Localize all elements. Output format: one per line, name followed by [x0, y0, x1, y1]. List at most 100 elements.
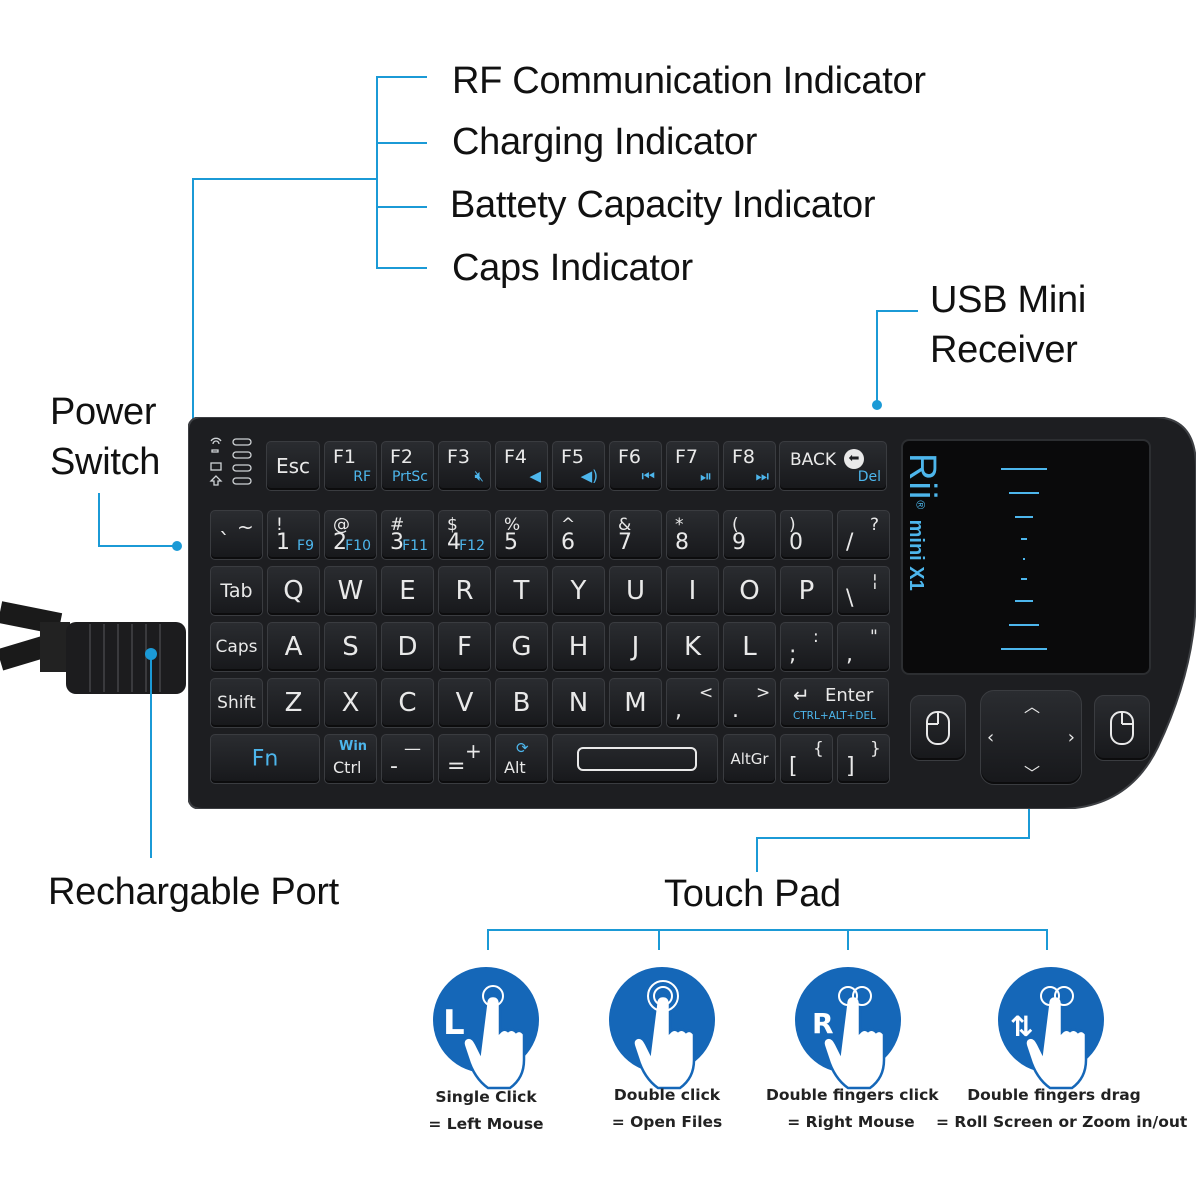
key-f3[interactable]: F3🔇︎ [438, 441, 491, 491]
key-z[interactable]: Z [267, 678, 320, 728]
key-c[interactable]: C [381, 678, 434, 728]
power-switch-label: Power Switch [50, 387, 160, 487]
rechargable-port-label: Rechargable Port [48, 871, 339, 913]
key-slash[interactable]: ?/ [837, 510, 890, 560]
gesture-caption-double: Double click = Open Files [592, 1082, 742, 1136]
usb-receiver-label: USB Mini Receiver [930, 275, 1086, 375]
key-x[interactable]: X [324, 678, 377, 728]
key-n[interactable]: N [552, 678, 605, 728]
power-switch-line2: Switch [50, 441, 161, 483]
key-8[interactable]: *8 [666, 510, 719, 560]
key-altgr[interactable]: AltGr [723, 734, 776, 784]
key-esc[interactable]: Esc [266, 441, 320, 491]
key-v[interactable]: V [438, 678, 491, 728]
gesture-two-finger-drag-icon [998, 967, 1104, 1090]
scroll-strip [1001, 468, 1047, 650]
key-h[interactable]: H [552, 622, 605, 672]
key-9[interactable]: (9 [723, 510, 776, 560]
key-f6[interactable]: F6⏮︎ [609, 441, 662, 491]
key-comma[interactable]: <, [666, 678, 719, 728]
arrow-left-icon: ‹ [987, 727, 995, 748]
usb-receiver-line2: Receiver [930, 329, 1078, 371]
key-space[interactable] [552, 734, 718, 784]
direction-pad[interactable]: ︿ ﹀ ‹ › [980, 690, 1082, 785]
key-semicolon[interactable]: :; [780, 622, 833, 672]
key-d[interactable]: D [381, 622, 434, 672]
key-g[interactable]: G [495, 622, 548, 672]
usb-cable [0, 601, 186, 694]
key-e[interactable]: E [381, 566, 434, 616]
key-alt[interactable]: ⟳Alt [495, 734, 548, 784]
key-t[interactable]: T [495, 566, 548, 616]
battery-indicator-label: Battety Capacity Indicator [450, 184, 876, 226]
gesture-caption-two-finger-drag: Double fingers drag = Roll Screen or Zoo… [936, 1082, 1187, 1136]
key-a[interactable]: A [267, 622, 320, 672]
key-period[interactable]: >. [723, 678, 776, 728]
key-tab[interactable]: Tab [210, 566, 263, 616]
key-tilde[interactable]: ~` [210, 510, 263, 560]
key-u[interactable]: U [609, 566, 662, 616]
key-fn[interactable]: Fn [210, 734, 320, 784]
key-bracket-open[interactable]: {[ [780, 734, 833, 784]
gesture-caption-line: = Open Files [611, 1113, 723, 1131]
key-y[interactable]: Y [552, 566, 605, 616]
key-f5[interactable]: F5◀︎) [552, 441, 605, 491]
key-p[interactable]: P [780, 566, 833, 616]
key-0[interactable]: )0 [780, 510, 833, 560]
key-backspace[interactable]: BACK ⬅︎ Del [779, 441, 887, 491]
key-q[interactable]: Q [267, 566, 320, 616]
key-r[interactable]: R [438, 566, 491, 616]
key-caps[interactable]: Caps [210, 622, 263, 672]
arrow-right-icon: › [1067, 727, 1075, 748]
key-5[interactable]: %5 [495, 510, 548, 560]
key-enter[interactable]: ↵ Enter CTRL+ALT+DEL [780, 678, 889, 728]
gesture-caption-line: Double click [613, 1086, 721, 1104]
key-backslash[interactable]: ¦\ [837, 566, 890, 616]
key-f4[interactable]: F4◀︎ [495, 441, 548, 491]
key-i[interactable]: I [666, 566, 719, 616]
key-m[interactable]: M [609, 678, 662, 728]
key-shift[interactable]: Shift [210, 678, 263, 728]
key-f7[interactable]: F7⏯︎ [666, 441, 719, 491]
key-bracket-close[interactable]: }] [837, 734, 890, 784]
gesture-arrows: ⇅ [1010, 1010, 1034, 1043]
key-7[interactable]: &7 [609, 510, 662, 560]
key-o[interactable]: O [723, 566, 776, 616]
usb-receiver-line1: USB Mini [930, 279, 1086, 321]
key-6[interactable]: ^6 [552, 510, 605, 560]
key-w[interactable]: W [324, 566, 377, 616]
key-j[interactable]: J [609, 622, 662, 672]
key-equals[interactable]: += [438, 734, 491, 784]
charging-indicator-label: Charging Indicator [452, 121, 758, 163]
key-l[interactable]: L [723, 622, 776, 672]
key-k[interactable]: K [666, 622, 719, 672]
touch-pad[interactable]: Rii® mini X1 [901, 439, 1151, 675]
volume-up-icon: ◀︎) [580, 467, 598, 485]
arrow-down-icon: ﹀ [1024, 764, 1041, 783]
key-b[interactable]: B [495, 678, 548, 728]
space-bar-outline [577, 747, 697, 771]
left-mouse-button[interactable] [910, 695, 966, 761]
key-s[interactable]: S [324, 622, 377, 672]
gesture-caption-line: Double fingers drag [967, 1086, 1141, 1104]
volume-down-icon: ◀︎ [529, 467, 541, 485]
gesture-caption-two-finger-click: Double fingers click = Right Mouse [766, 1082, 939, 1136]
key-minus[interactable]: —- [381, 734, 434, 784]
power-switch-dot [172, 541, 182, 551]
touch-pad-label: Touch Pad [664, 873, 841, 915]
key-quote[interactable]: ", [837, 622, 890, 672]
key-f[interactable]: F [438, 622, 491, 672]
rf-indicator-label: RF Communication Indicator [452, 60, 926, 102]
right-mouse-button[interactable] [1094, 695, 1150, 761]
backspace-arrow-icon: ⬅︎ [844, 449, 864, 469]
gesture-caption-single: Single Click = Left Mouse [416, 1084, 556, 1138]
key-f8[interactable]: F8⏭︎ [723, 441, 776, 491]
